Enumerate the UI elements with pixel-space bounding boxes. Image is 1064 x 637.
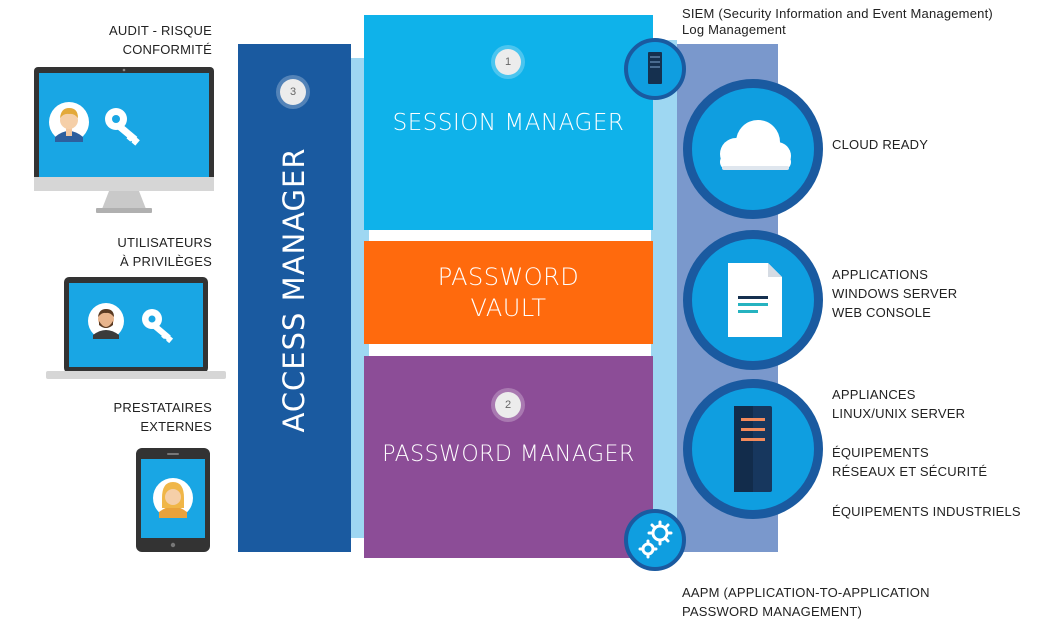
label-external-providers: PRESTATAIRES EXTERNES [80, 398, 212, 436]
applications-label: APPLICATIONS WINDOWS SERVER WEB CONSOLE [832, 265, 957, 322]
appliances-label-line1: APPLIANCES [832, 387, 916, 402]
siem-label-line2: Log Management [682, 22, 786, 37]
appliances-circle [683, 379, 823, 519]
industrial-equipment-label: ÉQUIPEMENTS INDUSTRIELS [832, 504, 1021, 519]
password-vault-title-line2: VAULT [470, 294, 547, 322]
applications-label-line1: APPLICATIONS [832, 267, 929, 282]
server-icon [734, 406, 772, 492]
appliances-label: APPLIANCES LINUX/UNIX SERVER [832, 385, 965, 423]
password-manager-title: PASSWORD MANAGER [382, 442, 635, 467]
applications-label-line2: WINDOWS SERVER [832, 286, 958, 301]
label-privileged-line2: À PRIVILÈGES [120, 254, 212, 269]
cloud-ready-label: CLOUD READY [832, 137, 929, 152]
network-equipment-line1: ÉQUIPEMENTS [832, 445, 929, 460]
user-avatar-icon [49, 102, 89, 142]
password-manager-number: 2 [495, 392, 521, 418]
session-manager-number: 1 [495, 49, 521, 75]
key-icon [142, 309, 174, 344]
cloud-icon [720, 120, 791, 170]
applications-label-line3: WEB CONSOLE [832, 305, 931, 320]
laptop-icon [46, 277, 226, 379]
aapm-label-line2: PASSWORD MANAGEMENT) [682, 604, 862, 619]
aapm-gears-icon [624, 509, 686, 571]
aapm-label: AAPM (APPLICATION-TO-APPLICATION PASSWOR… [682, 583, 930, 621]
external-user-avatar-icon [153, 478, 193, 518]
document-icon [728, 263, 782, 337]
password-manager-block: 2 PASSWORD MANAGER [364, 356, 653, 558]
cloud-circle [683, 79, 823, 219]
label-external-line1: PRESTATAIRES [113, 400, 212, 415]
label-audit-line2: CONFORMITÉ [122, 42, 212, 57]
applications-circle [683, 230, 823, 370]
access-manager-band [238, 44, 351, 552]
tablet-icon [136, 448, 210, 552]
label-audit: AUDIT - RISQUE CONFORMITÉ [80, 21, 212, 59]
session-manager-title: SESSION MANAGER [392, 110, 625, 136]
label-external-line2: EXTERNES [140, 419, 212, 434]
key-icon [105, 108, 140, 146]
label-privileged-users: UTILISATEURS À PRIVILÈGES [80, 233, 212, 271]
privileged-user-avatar-icon [88, 303, 124, 339]
session-manager-block: 1 SESSION MANAGER [364, 15, 653, 230]
password-vault-block: PASSWORD VAULT [364, 241, 653, 344]
access-manager-title: ACCESS MANAGER [277, 147, 311, 433]
network-equipment-line2: RÉSEAUX ET SÉCURITÉ [832, 464, 988, 479]
label-privileged-line1: UTILISATEURS [117, 235, 212, 250]
appliances-label-line2: LINUX/UNIX SERVER [832, 406, 966, 421]
label-audit-line1: AUDIT - RISQUE [109, 23, 212, 38]
siem-server-icon [624, 38, 686, 100]
connector-strip-right [651, 40, 677, 555]
siem-label: SIEM (Security Information and Event Man… [682, 4, 993, 39]
desktop-monitor-icon [34, 67, 214, 213]
password-vault-title-line1: PASSWORD [437, 263, 580, 291]
aapm-label-line1: AAPM (APPLICATION-TO-APPLICATION [682, 585, 930, 600]
network-equipment-label: ÉQUIPEMENTS RÉSEAUX ET SÉCURITÉ [832, 443, 987, 481]
access-manager-number: 3 [280, 79, 306, 105]
siem-label-line1: SIEM (Security Information and Event Man… [682, 6, 993, 21]
